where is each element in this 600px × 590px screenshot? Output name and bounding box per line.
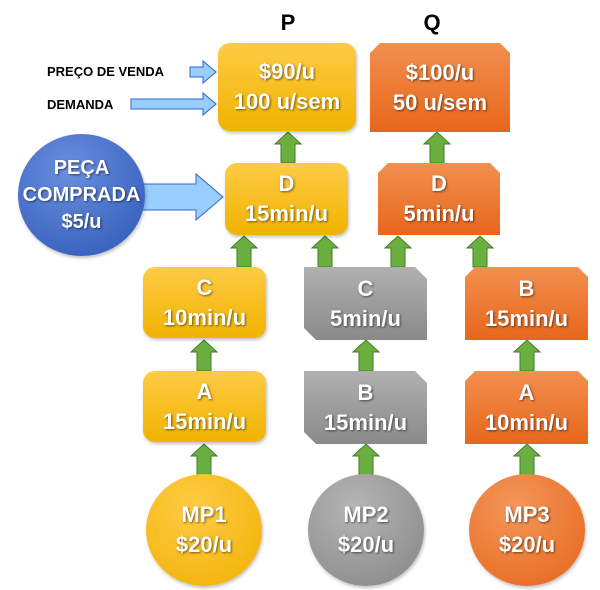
q-operation-d: D 5min/u xyxy=(378,163,500,235)
product-q-demand: 50 u/sem xyxy=(392,89,488,115)
operation-time: 15min/u xyxy=(323,409,408,435)
material-name: MP3 xyxy=(504,502,550,527)
arrow-a1-to-c1 xyxy=(190,339,218,372)
demand-arrow xyxy=(130,91,217,117)
purchased-part-arrow xyxy=(139,172,224,222)
product-p-node: $90/u 100 u/sem xyxy=(218,43,356,131)
col1-operation-c: C 10min/u xyxy=(143,267,266,338)
col2-operation-c: C 5min/u xyxy=(304,267,427,340)
purchased-part-node: PEÇA COMPRADA $5/u xyxy=(18,134,145,256)
arrow-mp2-to-b2 xyxy=(352,443,380,476)
col3-operation-b: B 15min/u xyxy=(465,267,588,340)
operation-name: D xyxy=(431,171,447,196)
arrow-b2-to-c2 xyxy=(352,339,380,372)
price-arrow xyxy=(189,59,217,85)
material-name: MP1 xyxy=(181,502,227,527)
purchased-part-cost: $5/u xyxy=(61,210,102,233)
arrow-c2-to-qd xyxy=(384,235,412,268)
operation-time: 15min/u xyxy=(484,305,569,331)
raw-material-mp2: MP2 $20/u xyxy=(308,474,424,586)
operation-name: B xyxy=(518,275,535,301)
product-q-price: $100/u xyxy=(405,59,475,85)
material-name: MP2 xyxy=(343,502,389,527)
arrow-mp1-to-a1 xyxy=(190,443,218,476)
purchased-part-label-2: COMPRADA xyxy=(22,183,141,206)
operation-time: 5min/u xyxy=(330,305,401,331)
arrow-pd-to-p xyxy=(274,131,302,164)
operation-name: C xyxy=(196,274,213,300)
arrow-c2-to-pd xyxy=(311,235,339,268)
operation-time: 15min/u xyxy=(244,201,329,226)
product-q-node: $100/u 50 u/sem xyxy=(370,43,510,132)
p-operation-d: D 15min/u xyxy=(225,163,348,235)
product-p-demand: 100 u/sem xyxy=(233,89,341,114)
arrow-b3-to-qd xyxy=(466,235,494,268)
operation-time: 10min/u xyxy=(484,409,569,435)
operation-name: A xyxy=(518,379,535,405)
product-p-price: $90/u xyxy=(258,59,316,84)
arrow-qd-to-q xyxy=(423,131,451,164)
col2-operation-b: B 15min/u xyxy=(304,371,427,444)
material-cost: $20/u xyxy=(337,532,395,557)
arrow-c1-to-pd xyxy=(230,235,258,268)
material-cost: $20/u xyxy=(175,532,233,557)
raw-material-mp1: MP1 $20/u xyxy=(146,474,262,586)
operation-name: C xyxy=(357,275,374,301)
operation-name: D xyxy=(278,171,295,196)
operation-time: 5min/u xyxy=(403,201,475,226)
operation-time: 15min/u xyxy=(162,408,247,434)
product-q-header: Q xyxy=(423,10,441,35)
col3-operation-a: A 10min/u xyxy=(465,371,588,444)
col1-operation-a: A 15min/u xyxy=(143,371,266,442)
demand-label: DEMANDA xyxy=(47,97,114,112)
product-p-header: P xyxy=(280,10,296,35)
arrow-a3-to-b3 xyxy=(513,339,541,372)
material-cost: $20/u xyxy=(498,532,556,557)
operation-name: B xyxy=(357,379,374,405)
arrow-mp3-to-a3 xyxy=(513,443,541,476)
purchased-part-label: PEÇA xyxy=(53,156,110,179)
operation-name: A xyxy=(196,378,213,404)
price-label: PREÇO DE VENDA xyxy=(47,64,165,79)
operation-time: 10min/u xyxy=(162,304,247,330)
raw-material-mp3: MP3 $20/u xyxy=(469,474,585,586)
